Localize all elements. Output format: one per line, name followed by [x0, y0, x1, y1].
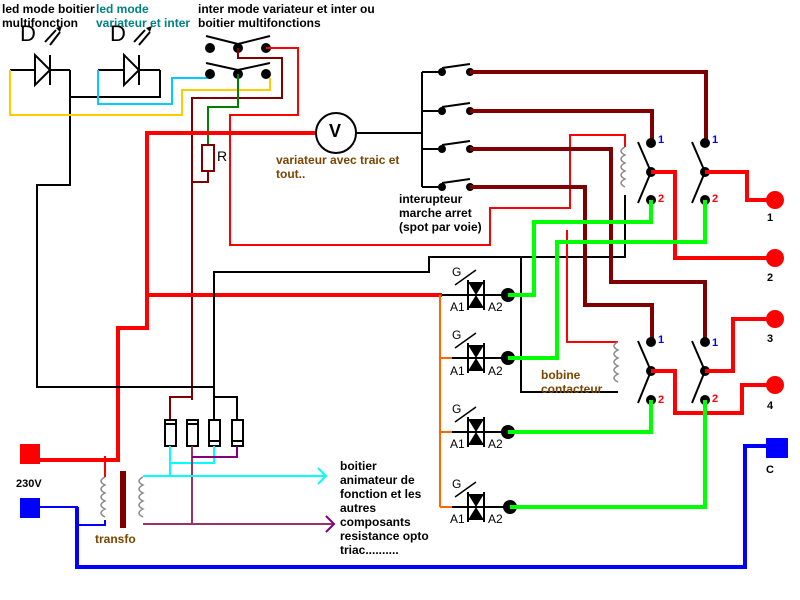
opto-components [164, 419, 244, 447]
terminal-common [766, 438, 788, 458]
label-boitier-4: autres [340, 501, 377, 515]
output-label-2: 2 [767, 272, 774, 284]
contact-1-b: 1 [712, 134, 719, 146]
triac-3-gate: G [452, 402, 462, 416]
triac-2-gate: G [452, 328, 462, 342]
label-boitier-2: animateur de [340, 473, 415, 487]
triac-1-a1: A1 [450, 300, 465, 314]
terminal-neutral [20, 498, 40, 518]
label-led-multi: led mode boitier [2, 2, 95, 16]
output-2 [766, 249, 784, 267]
coil-bobine [613, 341, 620, 383]
label-boitier-7: triac.......... [340, 543, 399, 557]
contact-2-c: 2 [658, 394, 665, 406]
triac-4 [452, 481, 517, 522]
label-230v: 230V [16, 478, 42, 490]
triac-4-gate: G [452, 477, 462, 491]
contact-2-d: 2 [712, 393, 719, 405]
triac-3-a2: A2 [488, 437, 503, 451]
output-label-1: 1 [767, 212, 774, 224]
label-led-var-2: variateur et inter [96, 16, 191, 30]
output-3 [766, 310, 784, 328]
label-led-multi-2: multifonction [2, 16, 78, 30]
output-label-3: 3 [767, 333, 774, 345]
contact-1-a: 1 [658, 134, 665, 146]
triac-3-a1: A1 [450, 437, 465, 451]
label-bobine-2: contacteur [541, 382, 603, 396]
triac-2-a1: A1 [450, 364, 465, 378]
led-multifonction [10, 26, 70, 88]
triac-1-gate: G [452, 265, 462, 279]
led-symbol-1: D [20, 21, 36, 46]
relay-contacts-bottom [637, 337, 710, 405]
triac-1 [442, 269, 515, 310]
triac-4-a2: A2 [488, 512, 503, 526]
interrupteur-marche-arret [421, 63, 474, 191]
label-boitier-3: fonction et les [340, 487, 422, 501]
label-boitier-6: resistance opto [340, 529, 429, 543]
label-common: C [766, 464, 774, 476]
output-1 [766, 191, 784, 209]
triac-4-a1: A1 [450, 512, 465, 526]
label-transfo: transfo [95, 532, 136, 546]
label-boitier: boitier [340, 459, 377, 473]
label-resistor: R [217, 148, 228, 164]
label-inter-mode: inter mode variateur et inter ou [198, 2, 375, 16]
output-label-4: 4 [767, 400, 774, 412]
label-bobine: bobine [541, 368, 581, 382]
contact-2-a: 2 [658, 193, 665, 205]
led-variateur [98, 26, 160, 88]
label-interrupteur-3: (spot par voie) [399, 220, 482, 234]
label-led-var: led mode [96, 2, 149, 16]
label-boitier-5: composants [340, 515, 411, 529]
coil-top [620, 146, 627, 188]
label-interrupteur-2: marche arret [399, 206, 472, 220]
triac-2-a2: A2 [488, 364, 503, 378]
output-4 [766, 376, 784, 394]
label-interrupteur: interupteur [399, 192, 463, 206]
label-variateur-2: tout.. [276, 167, 306, 181]
resistor-r [201, 144, 215, 172]
label-voltmeter: V [329, 121, 342, 141]
contact-2-b: 2 [712, 193, 719, 205]
label-variateur: variateur avec traic et [276, 153, 400, 167]
terminal-phase [20, 444, 40, 464]
transformer [100, 471, 145, 528]
label-inter-mode-2: boitier multifonctions [198, 16, 321, 30]
contact-1-c: 1 [658, 334, 665, 346]
triac-1-a2: A2 [488, 300, 503, 314]
contact-1-d: 1 [712, 337, 719, 349]
led-symbol-2: D [110, 21, 126, 46]
